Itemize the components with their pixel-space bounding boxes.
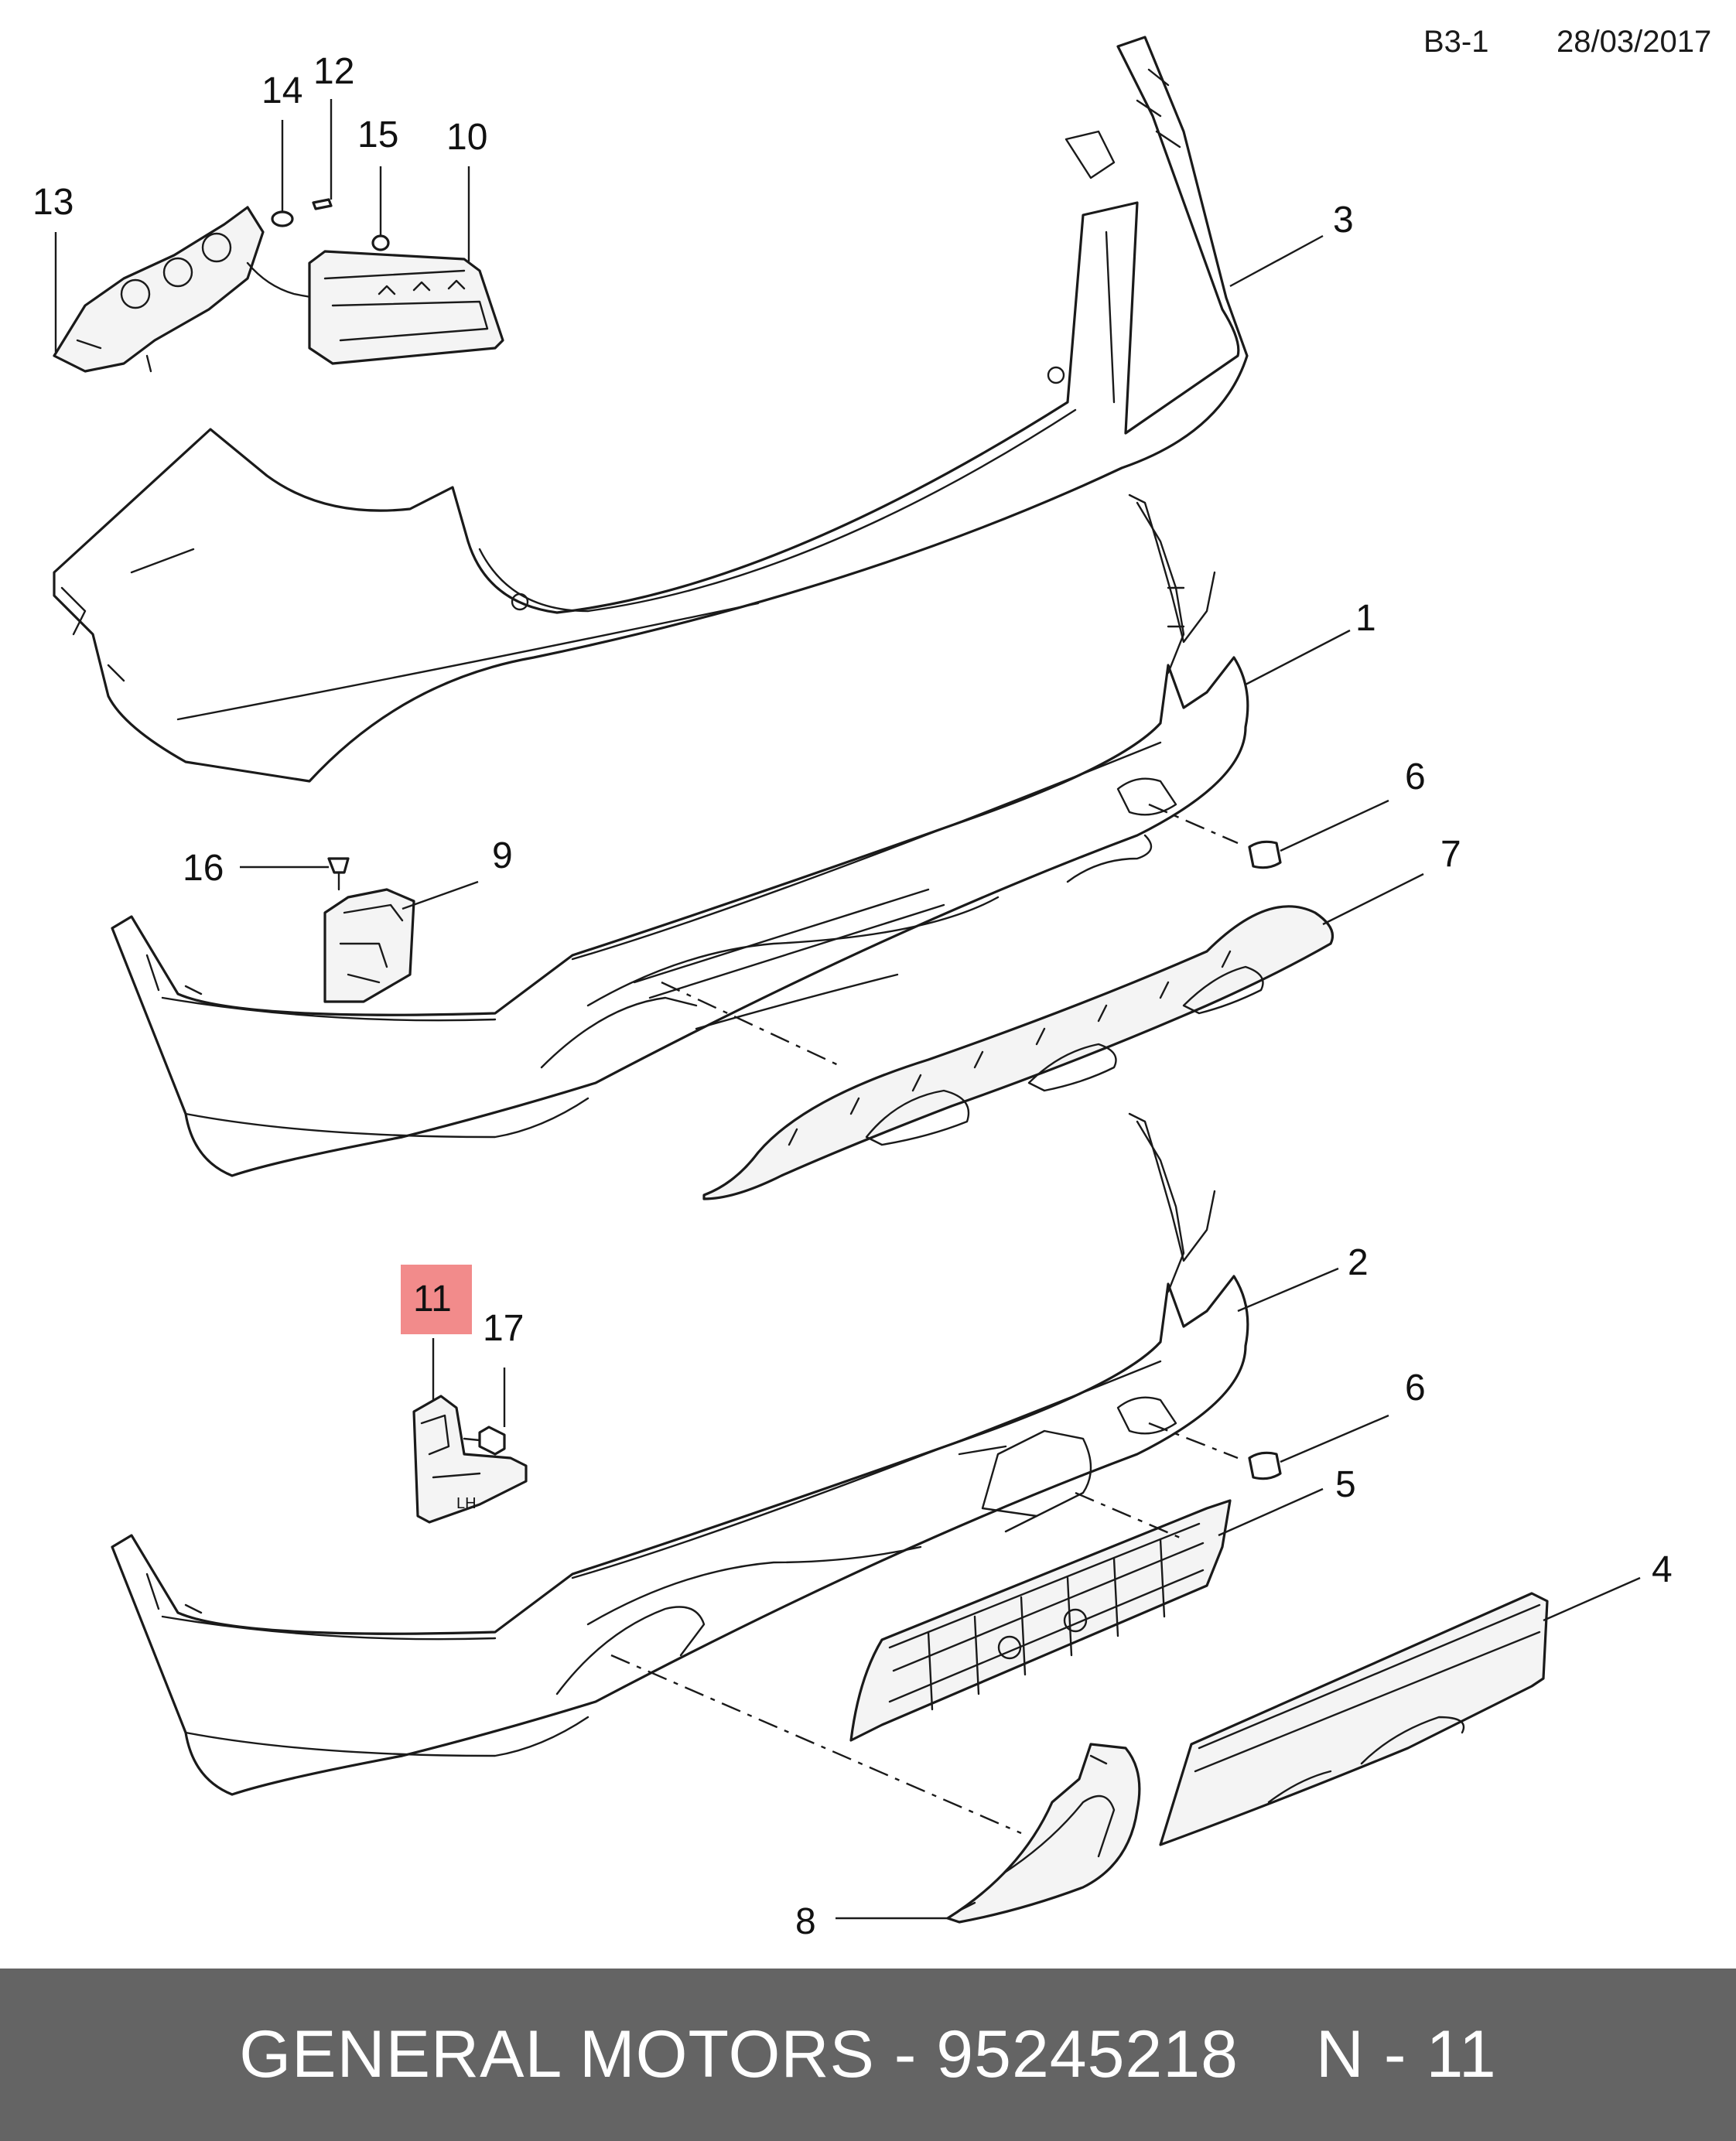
callout-2: 2	[1348, 1242, 1369, 1283]
callout-11-highlight	[401, 1265, 472, 1334]
callout-10: 10	[446, 117, 487, 158]
wiring-harness	[246, 261, 319, 299]
callout-4: 4	[1652, 1549, 1673, 1590]
part-5-reinforcement	[849, 1499, 1232, 1742]
exploded-parts-diagram: LH	[32, 36, 1673, 1942]
callout-8: 8	[795, 1901, 816, 1942]
callout-17: 17	[483, 1308, 524, 1349]
callout-11: 11	[413, 1279, 452, 1320]
callout-7: 7	[1440, 834, 1461, 875]
part-16-clip	[327, 857, 350, 891]
part-4-skid-plate	[1159, 1592, 1549, 1846]
part-11-bracket: LH	[412, 1395, 528, 1524]
part-10-sensor-housing	[308, 250, 504, 365]
part-6-tow-cap-lower	[1248, 1451, 1282, 1480]
leader-lines	[54, 99, 1641, 1920]
callout-5: 5	[1335, 1464, 1356, 1505]
part-8-corner-trim	[946, 1743, 1141, 1924]
part-13-sensor-bracket	[53, 206, 265, 373]
part-number-label: GENERAL MOTORS - 95245218	[239, 2017, 1239, 2091]
assembly-line-cap-lower	[1148, 1422, 1239, 1460]
position-label: N - 11	[1315, 2017, 1497, 2091]
part-12-screw	[312, 198, 333, 210]
callout-13: 13	[32, 182, 73, 223]
callout-16: 16	[183, 848, 224, 889]
assembly-line-reinforcement	[1075, 1491, 1184, 1541]
callout-6-lower: 6	[1405, 1368, 1426, 1409]
diagram-date: 28/03/2017	[1557, 25, 1712, 59]
callout-labels: 3 1 6 7 9 16 2 6 5 4 8 11 17 14 12 15 10…	[32, 51, 1673, 1942]
part-number-banner: GENERAL MOTORS - 95245218 N - 11	[0, 1969, 1736, 2141]
part-15-nut	[371, 234, 390, 251]
part-number-text: GENERAL MOTORS - 95245218 N - 11	[239, 2016, 1496, 2093]
part-2-lower-bumper	[111, 1112, 1249, 1796]
bracket-side-mark: LH	[456, 1495, 477, 1512]
part-14-washer	[271, 210, 294, 227]
part-7-skid-plate	[702, 905, 1334, 1200]
part-17-bolt	[463, 1426, 506, 1456]
callout-9: 9	[492, 835, 513, 876]
callout-6-upper: 6	[1405, 756, 1426, 797]
assembly-line-cap-upper	[1148, 803, 1239, 845]
diagram-code: B3-1	[1423, 25, 1489, 59]
part-3-upper-fascia	[53, 36, 1249, 783]
callout-1: 1	[1355, 598, 1376, 639]
part-6-tow-cap-upper	[1248, 840, 1282, 869]
assembly-line-trim	[610, 1654, 1022, 1835]
callout-12: 12	[313, 51, 354, 92]
part-9-bracket	[323, 888, 415, 1003]
callout-15: 15	[357, 114, 398, 155]
callout-14: 14	[261, 70, 302, 111]
assembly-line-skid-upper	[661, 981, 844, 1069]
callout-3: 3	[1333, 200, 1354, 241]
part-1-lower-bumper	[111, 493, 1249, 1177]
